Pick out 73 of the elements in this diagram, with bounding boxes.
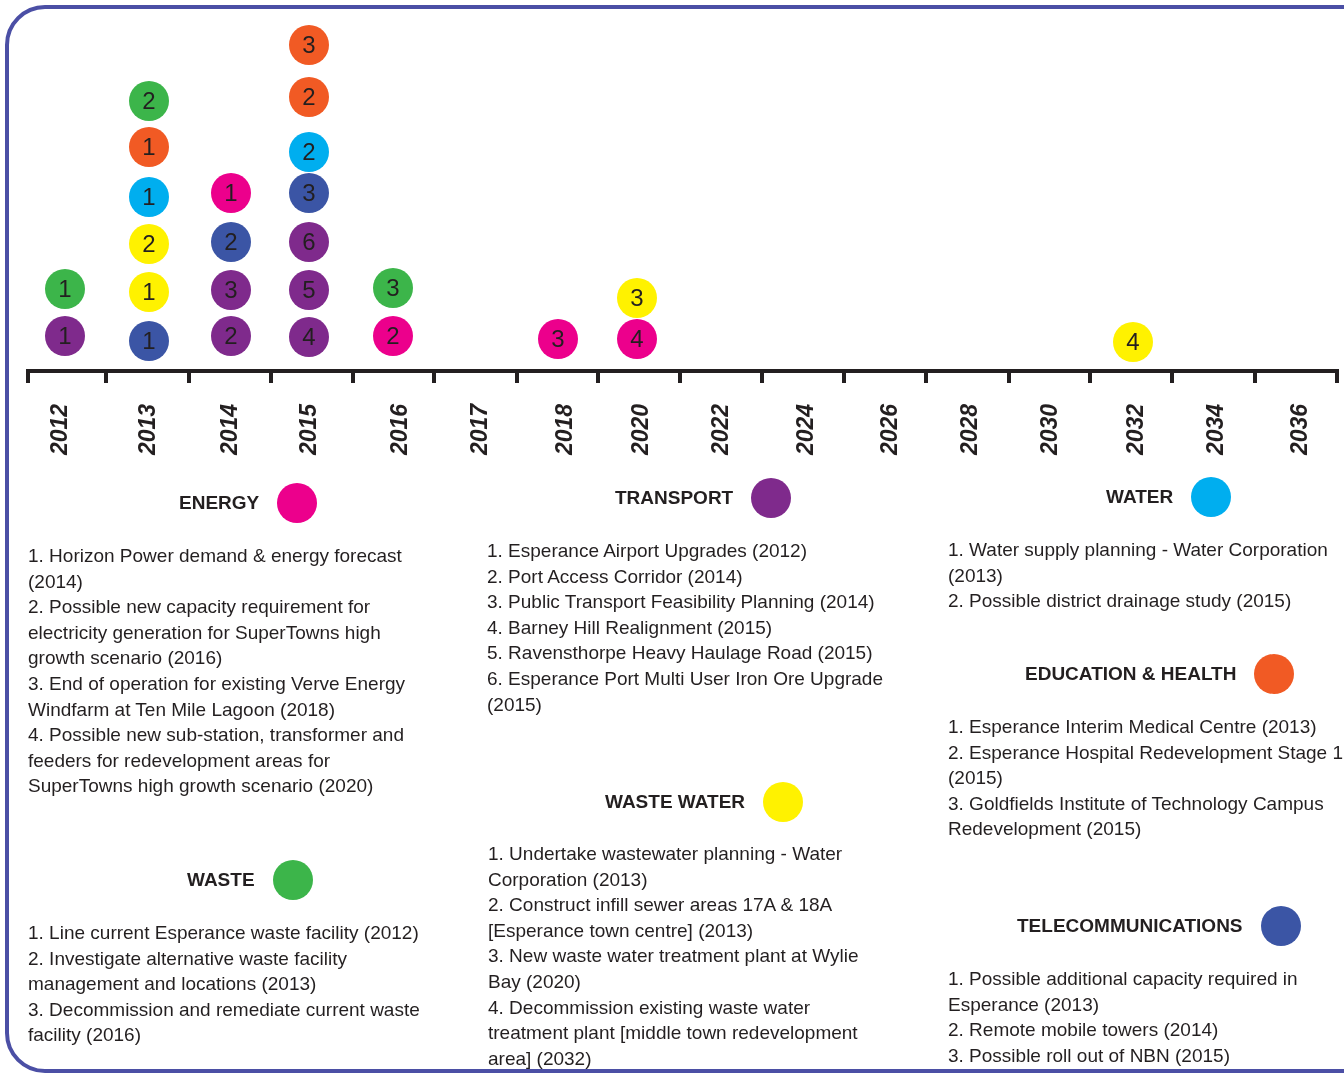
list-item: 3. New waste water treatment plant at Wylie Bay (2020) bbox=[488, 944, 860, 994]
year-label: 2022 bbox=[707, 403, 735, 456]
list-item: 3. Possible roll out of NBN (2015) bbox=[948, 1043, 1231, 1068]
list-item: 4. Barney Hill Realignment (2015) bbox=[487, 615, 774, 640]
numbered-circle: 1 bbox=[129, 321, 169, 361]
list-item: 1. Esperance Airport Upgrades (2012) bbox=[487, 539, 808, 563]
numbered-circle: 3 bbox=[617, 278, 657, 318]
list-item: 1. Horizon Power demand & energy forecast (2014) bbox=[28, 544, 403, 594]
numbered-circle: 3 bbox=[538, 319, 578, 359]
numbered-circle: 3 bbox=[289, 25, 329, 65]
list-item: 4. Possible new sub-station, transformer and feeders for redevelopment areas for SuperTowns high growth scenario (2020) bbox=[28, 723, 405, 799]
list-item: 3. Goldfields Institute of Technology Campus Redevelopment (2015) bbox=[948, 791, 1325, 842]
year-label: 2016 bbox=[386, 403, 414, 456]
list-item: 2. Possible district drainage study (2015) bbox=[948, 589, 1293, 614]
numbered-circle: 1 bbox=[129, 177, 169, 217]
year-label: 2014 bbox=[216, 403, 244, 456]
year-label: 2036 bbox=[1286, 403, 1314, 456]
list-item: 6. Esperance Port Multi User Iron Ore Upgrade (2015) bbox=[487, 666, 884, 717]
numbered-circle: 3 bbox=[289, 173, 329, 213]
category-heading: TELECOMMUNICATIONS bbox=[1017, 915, 1243, 937]
numbered-circle: 4 bbox=[1113, 322, 1153, 362]
list-item: 4. Decommission existing waste water treatment plant [middle town redevelopment area] (2032) bbox=[488, 995, 859, 1071]
category-heading: ENERGY bbox=[179, 492, 260, 514]
category-heading: WATER bbox=[1106, 486, 1174, 508]
year-label: 2030 bbox=[1036, 403, 1064, 456]
numbered-circle: 3 bbox=[211, 270, 251, 310]
list-item: 2. Investigate alternative waste facility management and locations (2013) bbox=[28, 946, 348, 997]
list-item: 2. Esperance Hospital Redevelopment Stage 1 (2015) bbox=[948, 740, 1344, 791]
year-label: 2013 bbox=[134, 403, 162, 456]
numbered-circle: 1 bbox=[45, 316, 85, 356]
year-label: 2017 bbox=[466, 403, 494, 456]
numbered-circle: 4 bbox=[289, 317, 329, 357]
numbered-circle: 1 bbox=[129, 272, 169, 312]
list-item: 2. Possible new capacity requirement for electricity generation for SuperTowns high growth scenario (2016) bbox=[28, 595, 382, 671]
numbered-circle: 4 bbox=[617, 319, 657, 359]
list-item: 3. Public Transport Feasibility Planning (2014) bbox=[487, 590, 876, 615]
category-heading: EDUCATION & HEALTH bbox=[1025, 663, 1237, 685]
category-heading: TRANSPORT bbox=[615, 487, 734, 509]
list-item: 1. Line current Esperance waste facility (2012) bbox=[28, 921, 420, 945]
numbered-circle: 2 bbox=[211, 222, 251, 262]
numbered-circle: 2 bbox=[289, 132, 329, 172]
year-label: 2012 bbox=[46, 403, 74, 456]
list-item: 2. Construct infill sewer areas 17A & 18A [Esperance town centre] (2013) bbox=[488, 893, 833, 943]
numbered-circle: 1 bbox=[45, 269, 85, 309]
year-label: 2026 bbox=[876, 403, 904, 456]
numbered-circle: 5 bbox=[289, 270, 329, 310]
list-item: 1. Esperance Interim Medical Centre (2013) bbox=[948, 715, 1318, 739]
year-label: 2032 bbox=[1122, 403, 1150, 456]
numbered-circle: 2 bbox=[373, 316, 413, 356]
numbered-circle: 3 bbox=[373, 268, 413, 308]
year-label: 2015 bbox=[295, 403, 323, 456]
list-item: 1. Undertake wastewater planning - Water Corporation (2013) bbox=[488, 842, 844, 892]
category-heading: WASTE WATER bbox=[605, 791, 746, 813]
list-item: 1. Water supply planning - Water Corporation (2013) bbox=[948, 538, 1329, 588]
list-item: 3. End of operation for existing Verve Energy Windfarm at Ten Mile Lagoon (2018) bbox=[28, 671, 407, 722]
numbered-circle: 6 bbox=[289, 222, 329, 262]
year-label: 2018 bbox=[551, 403, 579, 456]
year-label: 2034 bbox=[1202, 403, 1230, 456]
category-heading: WASTE bbox=[187, 869, 255, 891]
numbered-circle: 1 bbox=[129, 127, 169, 167]
year-label: 2024 bbox=[792, 403, 820, 456]
list-item: 3. Decommission and remediate current waste facility (2016) bbox=[28, 997, 421, 1048]
numbered-circle: 2 bbox=[129, 81, 169, 121]
numbered-circle: 2 bbox=[211, 316, 251, 356]
numbered-circle: 2 bbox=[289, 77, 329, 117]
list-item: 1. Possible additional capacity required in Esperance (2013) bbox=[948, 967, 1299, 1017]
year-label: 2028 bbox=[956, 403, 984, 456]
list-item: 2. Port Access Corridor (2014) bbox=[487, 564, 744, 589]
numbered-circle: 2 bbox=[129, 224, 169, 264]
list-item: 2. Remote mobile towers (2014) bbox=[948, 1018, 1220, 1043]
list-item: 5. Ravensthorpe Heavy Haulage Road (2015) bbox=[487, 641, 874, 666]
numbered-circle: 1 bbox=[211, 173, 251, 213]
year-label: 2020 bbox=[627, 403, 655, 456]
